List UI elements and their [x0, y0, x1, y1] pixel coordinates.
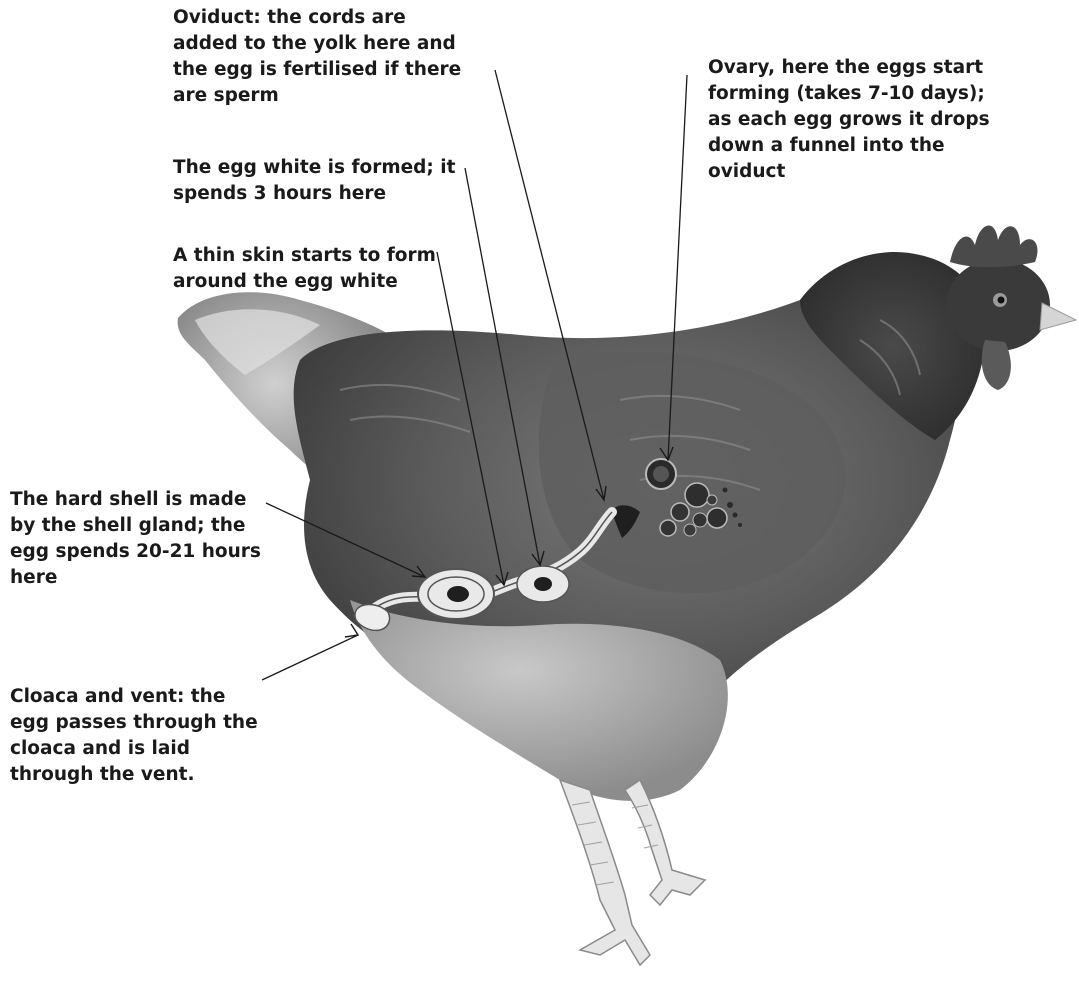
label-oviduct: Oviduct: the cords are added to the yolk… [173, 5, 473, 109]
label-ovary: Ovary, here the eggs start forming (take… [708, 55, 1008, 185]
beak [1040, 303, 1076, 330]
label-hard-shell: The hard shell is made by the shell glan… [10, 487, 275, 591]
label-egg-white: The egg white is formed; it spends 3 hou… [173, 155, 473, 207]
wattle [982, 340, 1011, 390]
arrow-cloaca [345, 624, 358, 637]
egg-isthmus-yolk [534, 577, 552, 591]
label-cloaca: Cloaca and vent: the egg passes through … [10, 684, 270, 788]
label-thin-skin: A thin skin starts to form around the eg… [173, 243, 443, 295]
comb [950, 225, 1037, 267]
egg-shell-gland-yolk [447, 586, 469, 602]
leader-cloaca [262, 635, 358, 680]
pupil [998, 297, 1005, 304]
